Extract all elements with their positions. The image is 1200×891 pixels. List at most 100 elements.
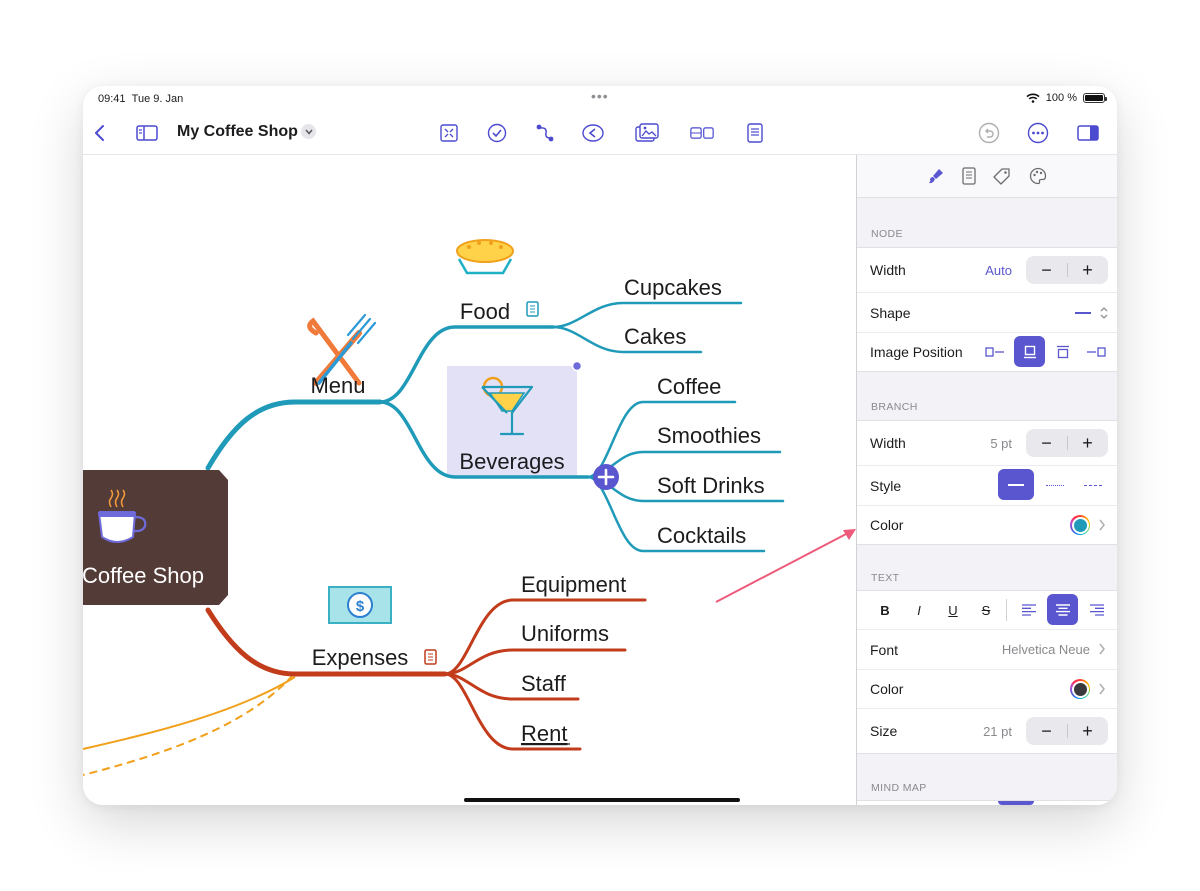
status-time: 09:41 Tue 9. Jan: [98, 93, 184, 105]
node-equipment-label[interactable]: Equipment: [521, 572, 626, 597]
tag-icon: [993, 168, 1010, 185]
branch-width-stepper[interactable]: − +: [1026, 429, 1108, 457]
branch-color-row[interactable]: Color: [857, 506, 1117, 544]
connection-button[interactable]: [533, 121, 557, 145]
home-indicator[interactable]: [464, 798, 740, 802]
back-button[interactable]: [88, 121, 112, 145]
chevron-right-icon: [1099, 519, 1105, 531]
tab-theme[interactable]: [1028, 166, 1048, 186]
connection-icon: [536, 124, 554, 142]
menu-branch-lines[interactable]: [205, 301, 785, 553]
status-right: 100 %: [1026, 92, 1107, 104]
node-soft-drinks-label[interactable]: Soft Drinks: [657, 473, 765, 498]
branch-color-swatch[interactable]: [1070, 515, 1090, 535]
section-title-mind-map: MIND MAP: [871, 782, 927, 794]
sidebar-toggle-button[interactable]: [135, 121, 159, 145]
expenses-note-icon[interactable]: [424, 649, 437, 665]
node-staff-label[interactable]: Staff: [521, 671, 567, 696]
text-size-increment[interactable]: +: [1082, 720, 1093, 741]
node-menu-label[interactable]: Menu: [310, 373, 365, 398]
tab-style[interactable]: [926, 166, 946, 186]
chevron-left-icon: [95, 125, 104, 141]
text-size-stepper[interactable]: − +: [1026, 717, 1108, 745]
notes-button[interactable]: [743, 121, 767, 145]
node-width-stepper[interactable]: − +: [1026, 256, 1108, 284]
text-size-decrement[interactable]: −: [1041, 720, 1052, 741]
document-title[interactable]: My Coffee Shop: [177, 123, 298, 140]
underline-button[interactable]: U: [948, 602, 958, 618]
image-position-bottom[interactable]: [1051, 342, 1075, 362]
branch-style-solid-selected[interactable]: [998, 469, 1034, 500]
chevron-up-down-icon[interactable]: [1100, 306, 1108, 320]
status-bar: 09:41 Tue 9. Jan ••• 100 %: [83, 86, 1117, 112]
text-color-swatch[interactable]: [1070, 679, 1090, 699]
checkmark-circle-icon: [487, 123, 507, 143]
branch-width-decrement[interactable]: −: [1041, 432, 1052, 453]
section-title-text: TEXT: [871, 572, 900, 584]
node-cocktails-label[interactable]: Cocktails: [657, 523, 746, 548]
task-button[interactable]: [485, 121, 509, 145]
selection-handle[interactable]: [571, 360, 583, 372]
palette-icon: [1029, 167, 1047, 185]
strikethrough-button[interactable]: S: [981, 602, 991, 618]
bold-button[interactable]: B: [880, 602, 890, 618]
node-width-value[interactable]: Auto: [985, 262, 1012, 278]
node-settings-group: Width Auto − + Shape Image Position: [857, 247, 1117, 372]
shape-line-preview: [1075, 312, 1091, 314]
align-left-button[interactable]: [1014, 594, 1044, 625]
section-title-node: NODE: [871, 228, 903, 240]
font-row[interactable]: Font Helvetica Neue: [857, 630, 1117, 670]
node-rent-label[interactable]: Rent: [521, 721, 567, 746]
root-node-label: Coffee Shop: [83, 563, 204, 588]
food-note-icon[interactable]: [526, 301, 539, 317]
text-color-row[interactable]: Color: [857, 670, 1117, 709]
mind-map-selected-segment[interactable]: [998, 801, 1034, 805]
multitasking-dots-icon[interactable]: •••: [591, 88, 609, 104]
layout-button[interactable]: [690, 121, 714, 145]
align-center-button-selected[interactable]: [1047, 594, 1078, 625]
node-food-label[interactable]: Food: [460, 299, 510, 324]
italic-button[interactable]: I: [917, 602, 921, 618]
node-width-increment[interactable]: +: [1082, 259, 1093, 280]
branch-width-increment[interactable]: +: [1082, 432, 1093, 453]
cross-connection-solid[interactable]: [83, 676, 296, 750]
title-menu-button[interactable]: [301, 124, 316, 139]
tab-tags[interactable]: [992, 166, 1012, 186]
image-position-right[interactable]: [1083, 342, 1109, 362]
branch-style-dotted[interactable]: [1041, 476, 1069, 494]
node-width-decrement[interactable]: −: [1041, 259, 1052, 280]
image-button[interactable]: [635, 121, 659, 145]
node-expenses-label[interactable]: Expenses: [312, 645, 409, 670]
undo-button[interactable]: [977, 121, 1001, 145]
image-position-left[interactable]: [983, 342, 1007, 362]
backlink-button[interactable]: [581, 121, 605, 145]
branch-style-dashed[interactable]: [1079, 476, 1107, 494]
align-right-button[interactable]: [1082, 594, 1112, 625]
image-position-top-selected[interactable]: [1014, 336, 1045, 367]
more-button[interactable]: [1026, 121, 1050, 145]
cross-connection-dashed[interactable]: [83, 674, 294, 776]
add-child-button[interactable]: [593, 464, 619, 490]
node-beverages-label[interactable]: Beverages: [459, 449, 564, 474]
mind-map-canvas[interactable]: Coffee Shop Menu Food Cupcakes Cakes: [83, 155, 856, 805]
wifi-icon: [1026, 93, 1040, 103]
text-settings-group: B I U S Font Helvetica Neue: [857, 590, 1117, 754]
node-uniforms-label[interactable]: Uniforms: [521, 621, 609, 646]
node-shape-row[interactable]: Shape: [857, 293, 1117, 333]
branch-width-label: Width: [870, 435, 906, 451]
node-coffee-label[interactable]: Coffee: [657, 374, 721, 399]
font-value: Helvetica Neue: [1001, 642, 1090, 657]
node-width-row: Width Auto − +: [857, 248, 1117, 293]
expenses-branch-lines[interactable]: [205, 598, 647, 751]
focus-icon: [440, 124, 458, 142]
branch-settings-group: Width 5 pt − + Style: [857, 420, 1117, 545]
node-smoothies-label[interactable]: Smoothies: [657, 423, 761, 448]
node-cupcakes-label[interactable]: Cupcakes: [624, 275, 722, 300]
tab-notes[interactable]: [959, 166, 979, 186]
focus-button[interactable]: [437, 121, 461, 145]
node-cakes-label[interactable]: Cakes: [624, 324, 686, 349]
back-tag-icon: [582, 124, 604, 142]
coffee-cup-icon: [97, 489, 147, 543]
root-node[interactable]: [83, 470, 228, 605]
inspector-toggle-button[interactable]: [1076, 121, 1100, 145]
